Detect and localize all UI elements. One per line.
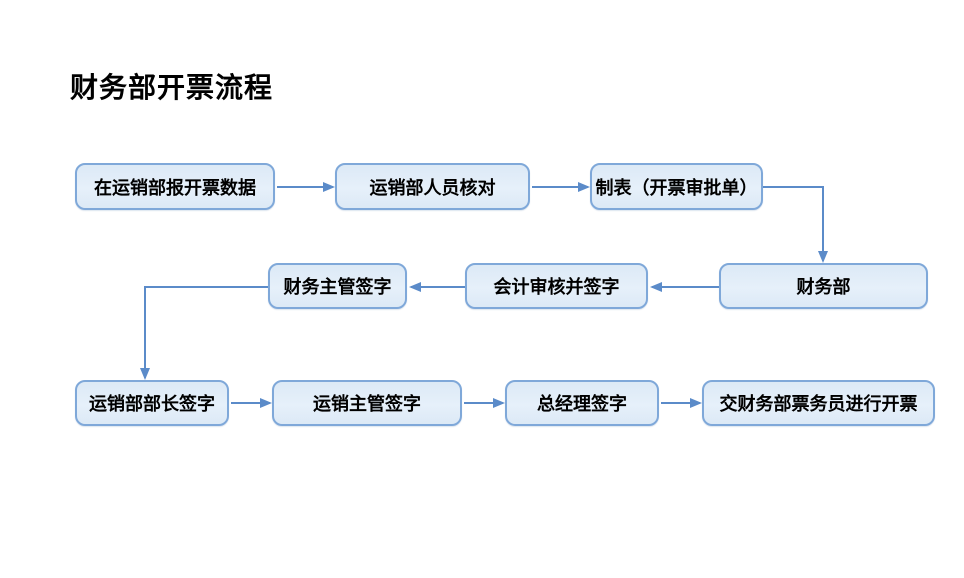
flow-node-sales-dept-head-sign: 运销部部长签字 <box>75 380 229 426</box>
flow-node-finance-supervisor-sign: 财务主管签字 <box>268 263 407 309</box>
page-title: 财务部开票流程 <box>70 71 274 104</box>
flow-node-general-manager-sign: 总经理签字 <box>505 380 659 426</box>
flow-node-accountant-review-sign: 会计审核并签字 <box>465 263 648 309</box>
edge-finance-supervisor-to-sales-head <box>140 286 268 380</box>
flow-node-finance-dept: 财务部 <box>719 263 928 309</box>
flow-node-sales-dept-check: 运销部人员核对 <box>335 163 530 210</box>
flow-node-ticket-clerk-invoice: 交财务部票务员进行开票 <box>702 380 935 426</box>
flow-node-sales-supervisor-sign: 运销主管签字 <box>272 380 462 426</box>
edge-form-to-finance-dept <box>763 186 828 263</box>
flow-node-report-invoice-data: 在运销部报开票数据 <box>75 163 275 210</box>
flow-node-make-approval-form: 制表（开票审批单） <box>590 163 763 210</box>
